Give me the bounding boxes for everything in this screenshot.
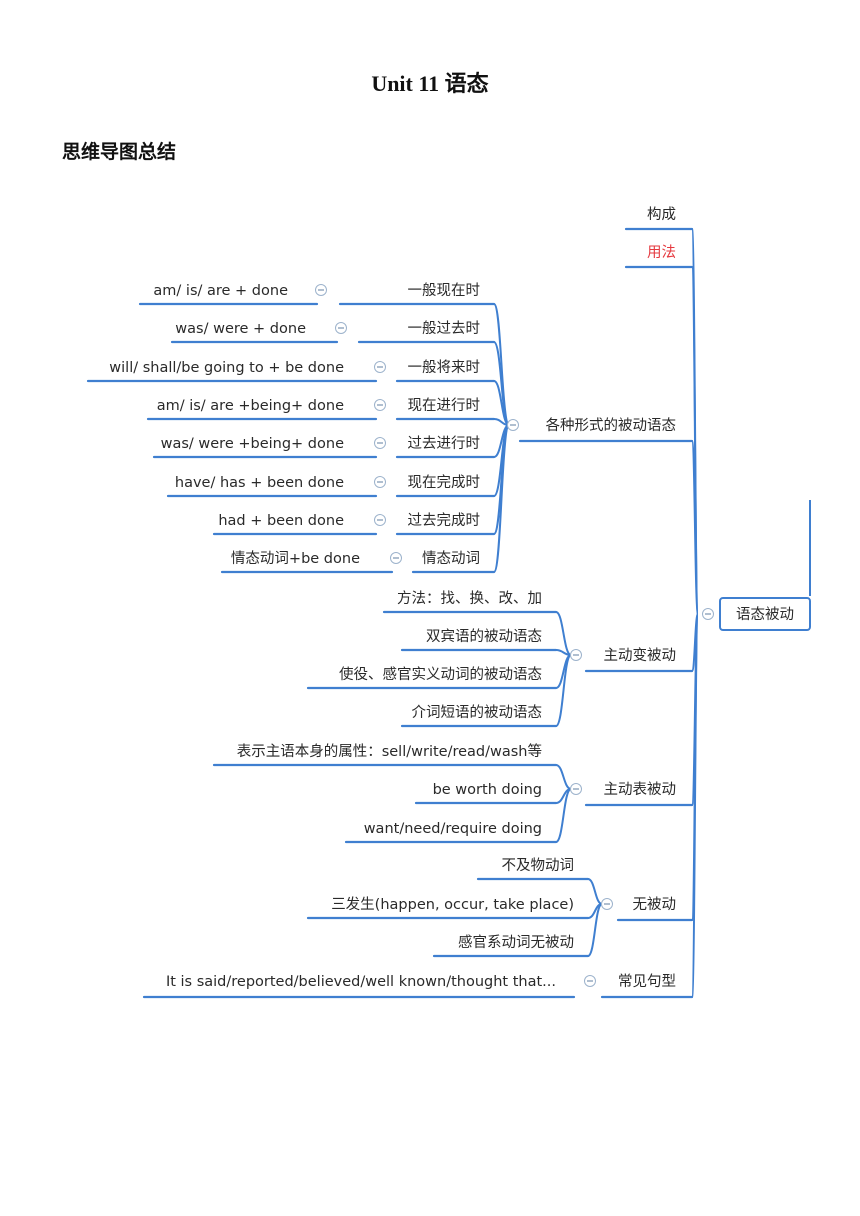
no-passive-item-1[interactable]: 三发生(happen, occur, take place)	[331, 896, 574, 913]
tense-collapse-icon-0[interactable]	[315, 284, 327, 296]
branch-forms[interactable]: 各种形式的被动语态	[546, 417, 677, 434]
active-to-passive-item-1[interactable]: 双宾语的被动语态	[426, 628, 542, 645]
formula-4[interactable]: was/ were +being+ done	[161, 436, 344, 452]
branch-no-passive[interactable]: 无被动	[633, 896, 677, 913]
active-to-passive-item-2[interactable]: 使役、感官实义动词的被动语态	[339, 666, 542, 683]
tense-3[interactable]: 现在进行时	[408, 397, 481, 414]
formula-0[interactable]: am/ is/ are + done	[153, 283, 288, 299]
branch-yongfa[interactable]: 用法	[647, 244, 676, 261]
active-form-passive-item-0[interactable]: 表示主语本身的属性：sell/write/read/wash等	[237, 742, 542, 760]
forms-collapse-icon[interactable]	[507, 419, 519, 431]
branch-active-form-passive[interactable]: 主动表被动	[604, 781, 677, 798]
active-to-passive-item-3[interactable]: 介词短语的被动语态	[412, 704, 543, 721]
section-heading: 思维导图总结	[62, 141, 177, 163]
page-title: Unit 11 语态	[371, 71, 489, 96]
no-passive-item-0[interactable]: 不及物动词	[502, 857, 575, 874]
active-form-passive-item-1[interactable]: be worth doing	[433, 782, 542, 798]
tense-collapse-icon-7[interactable]	[390, 552, 402, 564]
no-passive-collapse-icon[interactable]	[601, 898, 613, 910]
formula-5[interactable]: have/ has + been done	[175, 475, 344, 491]
formula-7[interactable]: 情态动词+be done	[231, 550, 360, 567]
branch-active-to-passive[interactable]: 主动变被动	[604, 647, 677, 664]
tense-collapse-icon-6[interactable]	[374, 514, 386, 526]
tense-collapse-icon-3[interactable]	[374, 399, 386, 411]
no-passive-item-2[interactable]: 感官系动词无被动	[458, 934, 574, 951]
tense-collapse-icon-5[interactable]	[374, 476, 386, 488]
formula-2[interactable]: will/ shall/be going to + be done	[109, 360, 344, 376]
tense-collapse-icon-2[interactable]	[374, 361, 386, 373]
tense-collapse-icon-1[interactable]	[335, 322, 347, 334]
active-form-passive-collapse-icon[interactable]	[570, 783, 582, 795]
tense-0[interactable]: 一般现在时	[408, 282, 481, 299]
active-to-passive-collapse-icon[interactable]	[570, 649, 582, 661]
root-node-label[interactable]: 语态被动	[736, 606, 794, 623]
tense-2[interactable]: 一般将来时	[408, 359, 481, 376]
connector-lines	[493, 228, 811, 998]
branch-common-patterns[interactable]: 常见句型	[618, 973, 676, 990]
branch-goucheng[interactable]: 构成	[647, 206, 676, 223]
node-underlines	[86, 227, 694, 999]
tense-5[interactable]: 现在完成时	[408, 474, 481, 491]
common-patterns-collapse-icon[interactable]	[584, 975, 596, 987]
tense-4[interactable]: 过去进行时	[408, 435, 481, 452]
tense-collapse-icon-4[interactable]	[374, 437, 386, 449]
tense-6[interactable]: 过去完成时	[408, 512, 481, 529]
active-to-passive-item-0[interactable]: 方法：找、换、改、加	[397, 590, 542, 607]
root-node-box[interactable]	[719, 597, 811, 631]
formula-3[interactable]: am/ is/ are +being+ done	[157, 398, 344, 414]
tense-1[interactable]: 一般过去时	[408, 320, 481, 337]
common-patterns-item[interactable]: It is said/reported/believed/well known/…	[166, 974, 556, 990]
tense-7[interactable]: 情态动词	[422, 550, 480, 567]
formula-1[interactable]: was/ were + done	[175, 321, 306, 337]
formula-6[interactable]: had + been done	[218, 513, 344, 529]
root-collapse-icon[interactable]	[702, 608, 714, 620]
active-form-passive-item-2[interactable]: want/need/require doing	[364, 821, 542, 837]
